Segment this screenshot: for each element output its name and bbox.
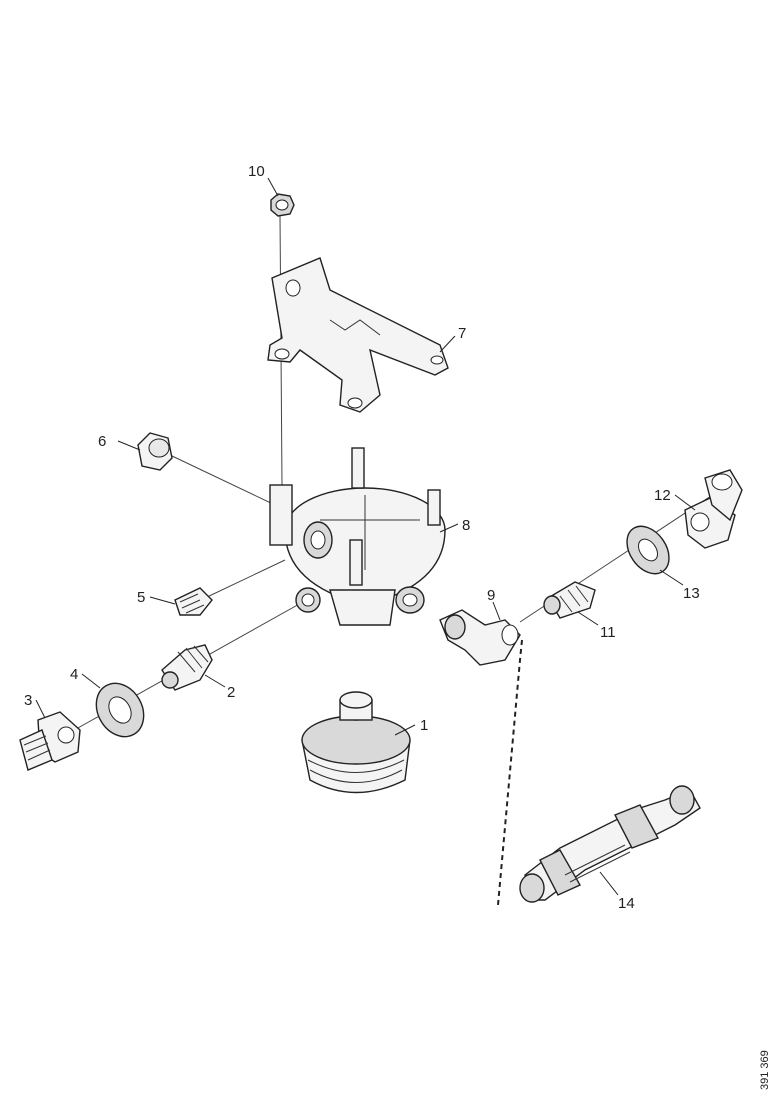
axis-line-part6 [169, 454, 276, 506]
part-1-silencer [301, 691, 411, 794]
callout-2: 2 [227, 684, 235, 701]
leader-12 [674, 494, 696, 511]
callout-11: 11 [600, 624, 616, 641]
callout-5: 5 [137, 589, 145, 606]
leader-2 [204, 674, 226, 688]
callout-13: 13 [683, 585, 700, 602]
reference-code: 391 369 [759, 1050, 771, 1090]
leader-5 [149, 596, 176, 605]
leader-11 [577, 611, 599, 626]
part-4-washer [95, 682, 145, 738]
part-2-fitting [161, 644, 213, 691]
part-14-hose [519, 785, 701, 903]
callout-4: 4 [70, 666, 78, 683]
callout-9: 9 [487, 587, 495, 604]
callout-6: 6 [98, 433, 106, 450]
leader-3 [35, 699, 46, 719]
leader-10 [267, 177, 279, 197]
leader-7 [439, 335, 456, 353]
part-9-elbow [439, 609, 521, 666]
leader-6 [117, 440, 141, 451]
leader-14 [599, 871, 619, 896]
leader-1 [394, 724, 416, 736]
callout-1: 1 [420, 717, 428, 734]
part-13-washer [626, 525, 670, 575]
callout-12: 12 [654, 487, 671, 504]
callout-14: 14 [618, 895, 635, 912]
callout-10: 10 [248, 163, 265, 180]
part-10-nut [270, 193, 295, 217]
callout-3: 3 [24, 692, 32, 709]
part-3-elbow-connector [19, 711, 81, 771]
part-7-bracket [267, 257, 449, 413]
part-5-plug [174, 587, 213, 616]
part-11-nipple [543, 581, 596, 619]
axis-line-part5 [204, 559, 286, 599]
leader-8 [439, 523, 459, 533]
part-6-cap [137, 432, 173, 471]
leader-13 [659, 569, 684, 586]
part-8-relay-valve [269, 447, 446, 626]
callout-8: 8 [462, 517, 470, 534]
callout-7: 7 [458, 325, 466, 342]
leader-9 [492, 601, 501, 621]
leader-4 [81, 673, 101, 689]
dashed-hose-connection [497, 639, 523, 906]
part-12-banjo-connector [684, 469, 743, 549]
